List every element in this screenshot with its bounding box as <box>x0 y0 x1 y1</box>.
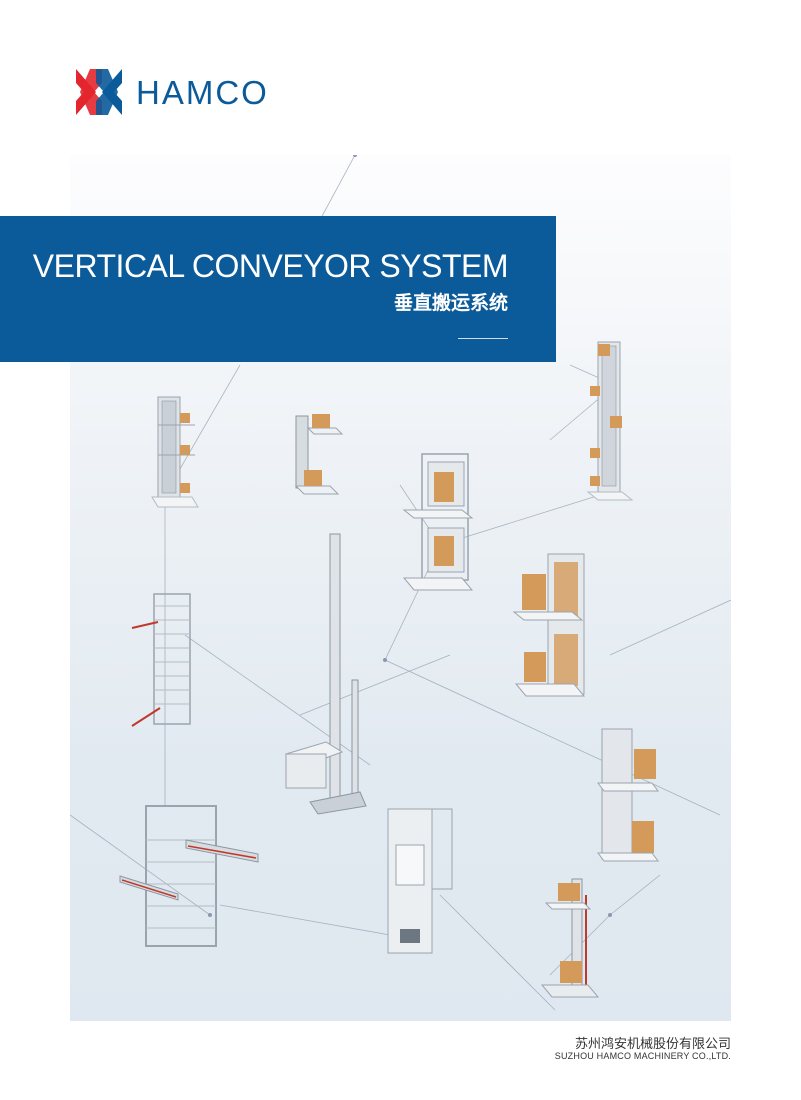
tall-vertical-lifter-product <box>151 396 199 508</box>
banner-subtitle: 垂直搬运系统 <box>393 293 508 314</box>
banner-divider <box>458 338 508 339</box>
tall-tower-conveyor-product <box>586 341 634 501</box>
double-deck-lifter-product <box>402 453 474 591</box>
frame-conveyor-product <box>119 805 259 947</box>
rack-conveyor-product <box>131 593 191 727</box>
dual-level-lifter-product <box>597 728 659 862</box>
enclosed-lift-product <box>387 808 453 954</box>
title-banner: VERTICAL CONVEYOR SYSTEM 垂直搬运系统 <box>0 216 556 362</box>
brand-name: HAMCO <box>136 73 269 111</box>
mast-lifter-product <box>284 533 367 815</box>
compact-lifter-product <box>540 878 600 998</box>
hamco-logo-icon <box>76 69 122 115</box>
company-logo: HAMCO <box>74 66 304 118</box>
company-name-cn: 苏州鸿安机械股份有限公司 <box>574 1036 731 1051</box>
banner-title: VERTICAL CONVEYOR SYSTEM <box>32 248 509 284</box>
company-name-en: SUZHOU HAMCO MACHINERY CO.,LTD. <box>554 1051 731 1061</box>
platform-lifter-product <box>294 414 344 495</box>
twin-platform-lifter-product <box>512 553 586 697</box>
